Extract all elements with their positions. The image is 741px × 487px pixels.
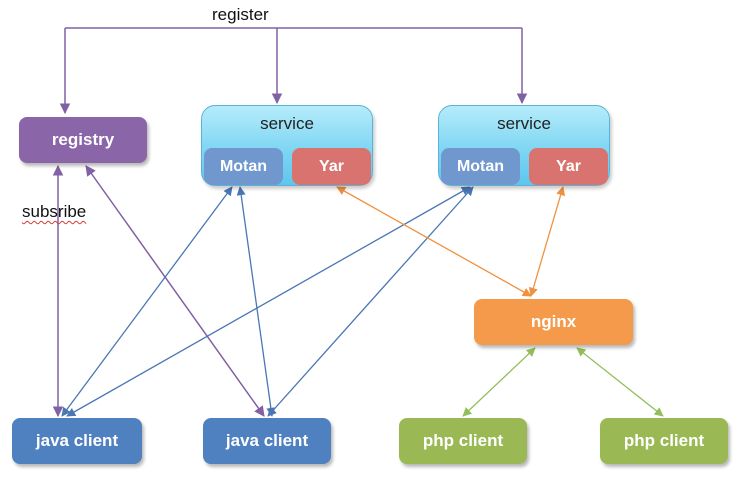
motan-chip: Motan [441, 148, 520, 185]
register-connector [59, 27, 528, 115]
service-title: service [497, 114, 551, 133]
registry-node: registry [19, 117, 147, 163]
yar-connectors [336, 186, 566, 297]
register-label: register [212, 5, 269, 24]
subscribe-connectors [52, 164, 265, 418]
java-client-2-motan-1-link [236, 186, 276, 417]
yar-1-nginx-link [336, 186, 532, 297]
java-client-node-1: java client [12, 418, 142, 464]
registry-java-client-2-link [85, 165, 265, 417]
motan-connectors [61, 186, 474, 417]
yar-chip: Yar [292, 148, 371, 185]
java-client-node-2: java client [203, 418, 331, 464]
nginx-php-client-1-link [462, 347, 536, 417]
subscribe-label: subsribe [22, 202, 86, 222]
php-client-node-1: php client [399, 418, 527, 464]
yar-2-nginx-link [528, 186, 566, 297]
service-title: service [260, 114, 314, 133]
yar-chip: Yar [529, 148, 608, 185]
subscribe-label-text: subsribe [22, 202, 87, 221]
php-connectors [462, 347, 664, 417]
nginx-node: nginx [474, 299, 633, 345]
java-client-1-motan-2-link [66, 186, 471, 417]
php-client-node-2: php client [600, 418, 728, 464]
service-node-2: service Motan Yar [438, 105, 610, 186]
service-node-1: service Motan Yar [201, 105, 373, 186]
motan-chip: Motan [204, 148, 283, 185]
java-client-1-motan-1-link [61, 186, 233, 417]
nginx-php-client-2-link [576, 347, 664, 417]
java-client-2-motan-2-link [267, 186, 474, 417]
